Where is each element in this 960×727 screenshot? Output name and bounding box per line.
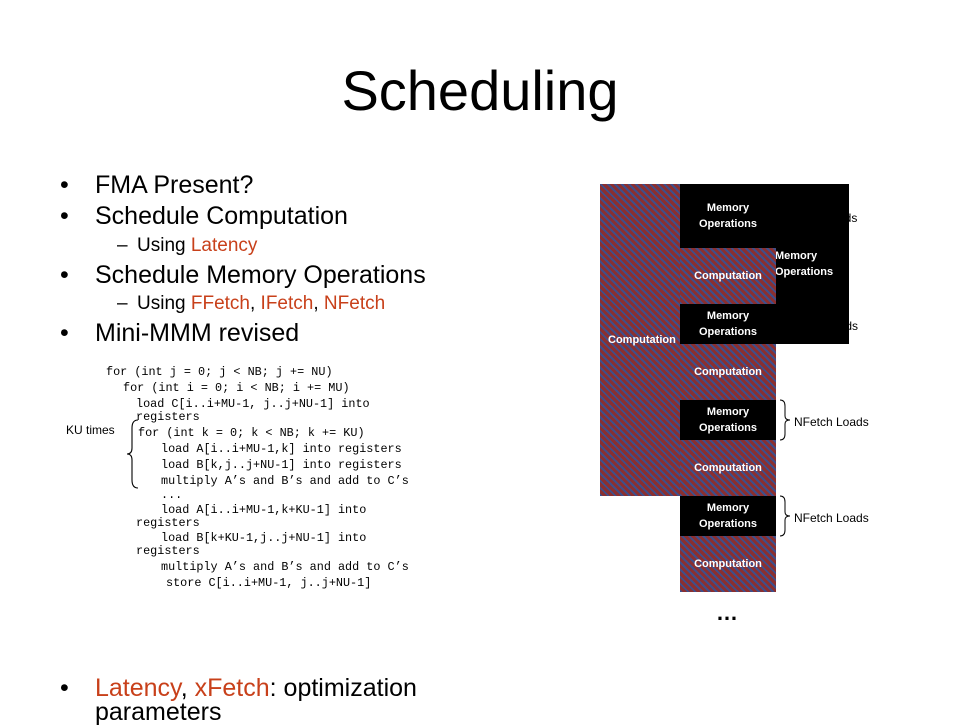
- bullet-dot: •: [60, 319, 69, 347]
- partial-loads-label: ads: [838, 211, 858, 225]
- latency-highlight: Latency: [95, 674, 181, 702]
- code-line: registers: [136, 544, 200, 558]
- ku-times-label: KU times: [66, 423, 115, 437]
- bullet-text: Mini-MMM revised: [95, 319, 300, 347]
- computation-block: Computation: [680, 344, 776, 400]
- code-line: load C[i..i+MU-1, j..j+NU-1] into: [136, 397, 370, 411]
- code-line: multiply A’s and B’s and add to C’s: [161, 474, 409, 488]
- memory-operations-block: Memory Operations: [680, 304, 776, 344]
- separator: ,: [180, 674, 195, 702]
- code-line: store C[i..i+MU-1, j..j+NU-1]: [166, 576, 372, 590]
- ellipsis: …: [716, 600, 738, 625]
- big-computation-block: Computation: [600, 184, 681, 496]
- code-line: registers: [136, 410, 200, 424]
- bullet-dot: •: [60, 674, 69, 702]
- partial-memory-label: Memory Operations: [775, 250, 834, 278]
- bullet-text: parameters: [95, 698, 222, 726]
- code-line: ...: [161, 488, 183, 502]
- separator: ,: [313, 293, 324, 314]
- computation-block: Computation: [680, 440, 776, 496]
- bullet-text: : optimization: [269, 674, 417, 702]
- ku-brace: [126, 419, 139, 489]
- memory-operations-block: Memory Operations: [680, 496, 776, 536]
- bullet-text: Schedule Computation: [95, 202, 348, 230]
- bullet-dot: •: [60, 202, 69, 230]
- ifetch-highlight: IFetch: [260, 293, 314, 314]
- separator: ,: [249, 293, 261, 314]
- code-line: load B[k+KU-1,j..j+NU-1] into: [161, 531, 367, 545]
- sub-bullet-dash: –: [117, 293, 128, 314]
- sub-bullet-prefix: Using: [137, 235, 191, 256]
- nfetch-brace: [779, 399, 791, 441]
- partial-loads-label: oads: [832, 319, 859, 333]
- bullet-dot: •: [60, 171, 69, 199]
- bullet-dot: •: [60, 261, 69, 289]
- code-line: multiply A’s and B’s and add to C’s: [161, 560, 409, 574]
- big-computation-label: Computation: [608, 334, 676, 346]
- nfetch-loads-label: NFetch Loads: [794, 511, 869, 525]
- latency-highlight: Latency: [190, 235, 258, 256]
- computation-block: Computation: [680, 536, 776, 592]
- bullet-text: Schedule Memory Operations: [95, 261, 426, 289]
- memory-operations-block: Memory Operations: [680, 194, 776, 238]
- memory-operations-block: Memory Operations: [680, 400, 776, 440]
- nfetch-loads-label: NFetch Loads: [794, 415, 869, 429]
- code-line: for (int k = 0; k < NB; k += KU): [138, 426, 365, 440]
- slide-title: Scheduling: [341, 59, 619, 122]
- code-line: registers: [136, 516, 200, 530]
- code-line: for (int j = 0; j < NB; j += NU): [106, 365, 333, 379]
- sub-bullet-dash: –: [117, 235, 128, 256]
- computation-block: Computation: [680, 248, 776, 304]
- nfetch-highlight: NFetch: [323, 293, 386, 314]
- code-line: load A[i..i+MU-1,k] into registers: [161, 442, 402, 456]
- nfetch-brace: [779, 495, 791, 537]
- code-line: load A[i..i+MU-1,k+KU-1] into: [161, 503, 367, 517]
- xfetch-highlight: xFetch: [194, 674, 270, 702]
- code-line: load B[k,j..j+NU-1] into registers: [161, 458, 402, 472]
- bullet-text: FMA Present?: [95, 171, 254, 199]
- sub-bullet-prefix: Using: [137, 293, 191, 314]
- code-line: for (int i = 0; i < NB; i += MU): [123, 381, 350, 395]
- ffetch-highlight: FFetch: [190, 293, 250, 314]
